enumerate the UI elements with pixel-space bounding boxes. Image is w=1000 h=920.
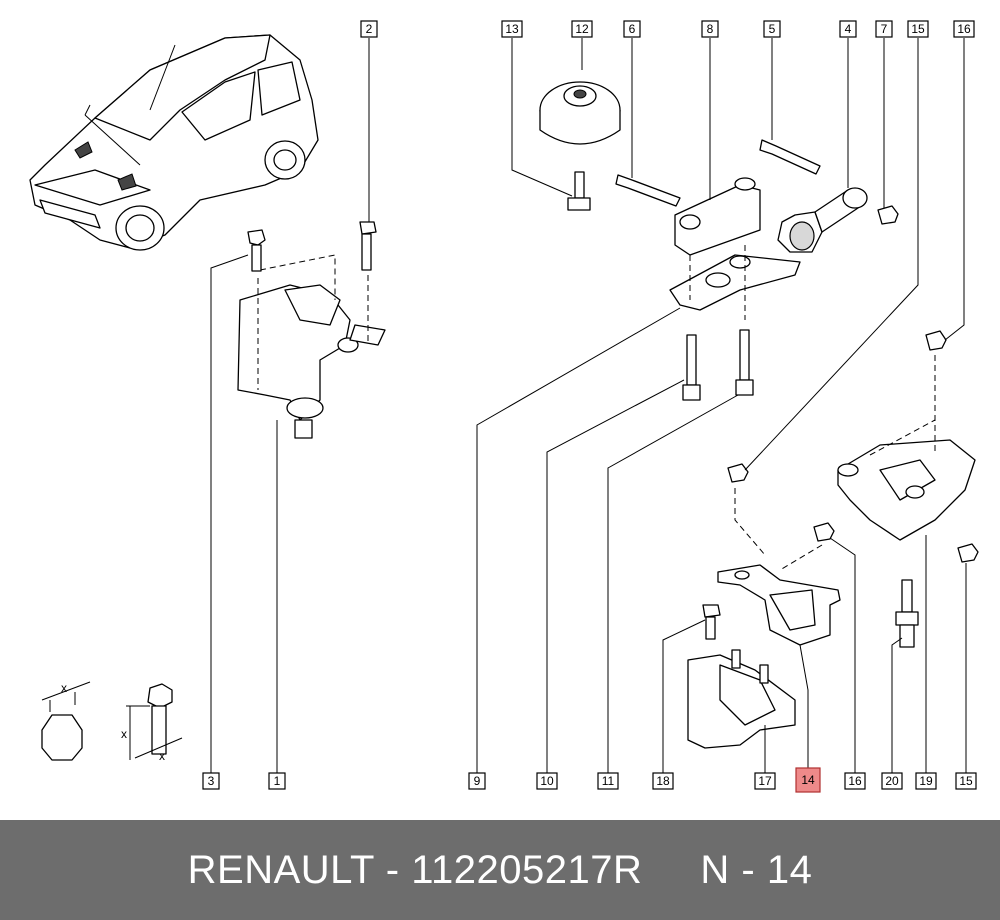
dim-label-nut: x [61, 681, 67, 695]
parts-diagram: x x x [29, 20, 979, 793]
svg-text:18: 18 [656, 774, 670, 788]
part-19-mount-right [837, 355, 976, 541]
part-8-bracket [674, 177, 761, 256]
callout-19: 19 [915, 772, 937, 790]
svg-text:15: 15 [911, 22, 925, 36]
callout-16-lower: 16 [844, 772, 866, 790]
part-17-lower-mount [687, 649, 796, 749]
nut-part-16-top [925, 330, 947, 351]
svg-text:19: 19 [919, 774, 933, 788]
callout-8: 8 [701, 20, 719, 38]
part-4-torque-rod [777, 187, 868, 253]
nut-part-16-lower [813, 522, 835, 542]
nut-part-15-right [957, 543, 979, 563]
dim-label-bolt-dia: x [159, 749, 165, 763]
callout-16-top: 16 [953, 20, 975, 38]
svg-text:16: 16 [957, 22, 971, 36]
svg-text:7: 7 [881, 22, 888, 36]
stud-part-20 [895, 579, 919, 648]
callout-15-lower: 15 [955, 772, 977, 790]
callout-15-top: 15 [907, 20, 929, 38]
callout-6: 6 [623, 20, 641, 38]
svg-text:6: 6 [629, 22, 636, 36]
callout-17: 17 [754, 772, 776, 790]
part-14-bracket [717, 488, 841, 646]
svg-text:8: 8 [707, 22, 714, 36]
bolt-part-6 [615, 174, 681, 207]
callout-14-highlighted: 14 [795, 767, 821, 793]
svg-text:12: 12 [575, 22, 589, 36]
svg-text:2: 2 [366, 22, 373, 36]
callout-2: 2 [360, 20, 378, 38]
part-12-damper [539, 81, 621, 145]
svg-text:4: 4 [845, 22, 852, 36]
part-9-bracket-plate [669, 245, 801, 320]
svg-text:14: 14 [801, 773, 815, 787]
svg-text:20: 20 [885, 774, 899, 788]
callout-10: 10 [536, 772, 558, 790]
svg-text:17: 17 [758, 774, 772, 788]
bolt-part-3 [247, 229, 266, 272]
dimension-legend: x x x [41, 681, 183, 763]
callout-4: 4 [839, 20, 857, 38]
callout-12: 12 [571, 20, 593, 38]
bolt-part-18 [702, 604, 721, 640]
nut-part-7 [877, 205, 899, 225]
callout-7: 7 [875, 20, 893, 38]
svg-text:15: 15 [959, 774, 973, 788]
callout-20: 20 [881, 772, 903, 790]
part-number-caption: RENAULT - 112205217R N - 14 [187, 847, 813, 892]
bolt-part-10 [682, 334, 701, 401]
callout-5: 5 [763, 20, 781, 38]
callout-1: 1 [268, 772, 286, 790]
svg-text:9: 9 [474, 774, 481, 788]
bolt-part-13 [567, 171, 591, 211]
svg-text:1: 1 [274, 774, 281, 788]
nut-part-15-left [727, 463, 749, 483]
leader-lines [210, 38, 967, 773]
svg-text:13: 13 [505, 22, 519, 36]
bolt-part-11 [735, 329, 754, 396]
footer-banner: RENAULT - 112205217R N - 14 [0, 820, 1000, 920]
bolt-part-5 [759, 139, 821, 175]
callout-11: 11 [597, 772, 619, 790]
svg-text:11: 11 [602, 774, 615, 788]
callout-13: 13 [501, 20, 523, 38]
callout-18: 18 [652, 772, 674, 790]
svg-text:5: 5 [769, 22, 776, 36]
svg-text:3: 3 [208, 774, 215, 788]
dim-label-bolt-length: x [121, 727, 127, 741]
part-1-mount-left [237, 254, 386, 439]
svg-text:16: 16 [848, 774, 862, 788]
vehicle-illustration [29, 34, 319, 251]
bolt-part-2 [359, 221, 377, 271]
callout-3: 3 [202, 772, 220, 790]
callout-9: 9 [468, 772, 486, 790]
svg-text:10: 10 [540, 774, 554, 788]
